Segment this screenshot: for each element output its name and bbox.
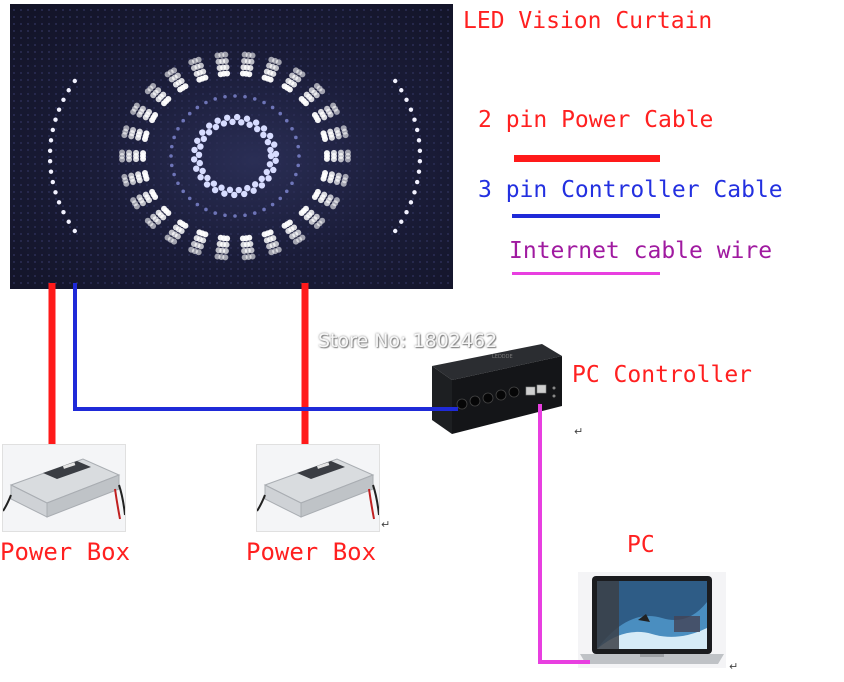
internet-cable xyxy=(538,404,590,664)
return-mark-powerbox: ↵ xyxy=(381,518,391,531)
pc-label: PC xyxy=(627,532,655,558)
power-box-right-label: Power Box xyxy=(246,538,377,566)
pc-controller-label: PC Controller xyxy=(572,362,753,388)
pc-controller-image: LEDDDE xyxy=(432,344,562,440)
laptop-image xyxy=(578,572,726,668)
power-box-image-left xyxy=(2,444,126,532)
legend-power-label: 2 pin Power Cable xyxy=(478,107,714,133)
power-box-image-right xyxy=(256,444,380,532)
controller-cable xyxy=(73,283,458,411)
return-mark-laptop: ↵ xyxy=(729,660,739,673)
legend-power-line xyxy=(514,155,660,162)
store-watermark: Store No: 1802462 xyxy=(318,330,498,352)
legend-controller-label: 3 pin Controller Cable xyxy=(478,177,783,203)
power-box-left-label: Power Box xyxy=(0,538,131,566)
legend-internet-label: Internet cable wire xyxy=(509,238,773,264)
led-pattern xyxy=(13,9,449,284)
return-mark-controller: ↵ xyxy=(574,425,584,438)
legend-internet-line xyxy=(512,272,660,275)
led-vision-curtain-image xyxy=(10,4,453,289)
legend-controller-line xyxy=(512,214,660,218)
curtain-title: LED Vision Curtain xyxy=(463,8,713,34)
